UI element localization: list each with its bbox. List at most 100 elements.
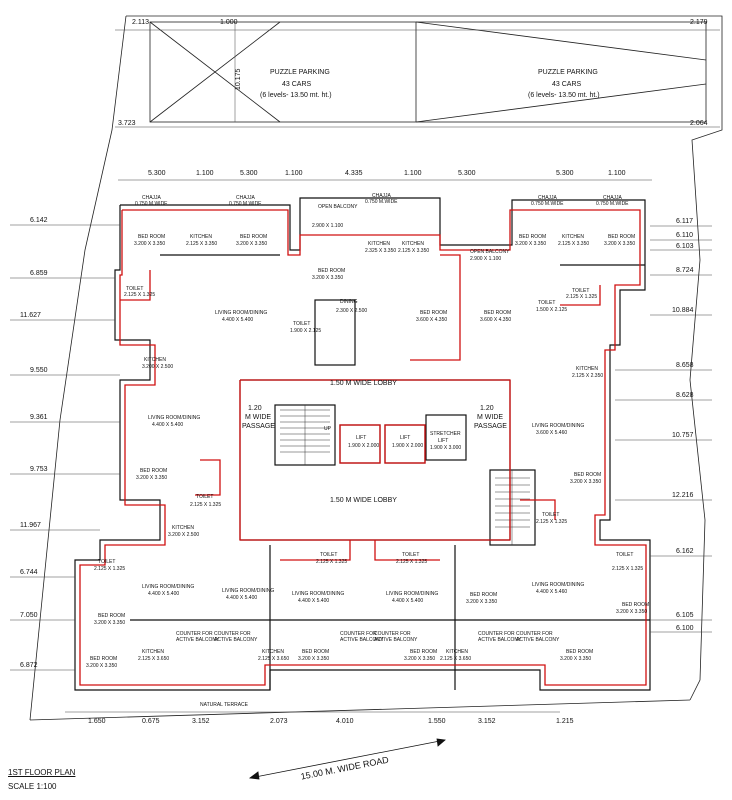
dim-right-2: 6.103	[676, 243, 694, 250]
counter-3: COUNTER FOR	[340, 631, 377, 637]
toilet-4-s: 2.125 X 1.325	[94, 566, 125, 572]
top-dimension-lines	[115, 22, 720, 128]
toilet-2: TOILET	[293, 321, 310, 327]
bed-6: BED ROOM	[140, 468, 167, 474]
kitchen-4: KITCHEN	[562, 234, 584, 240]
dim-right-0: 6.117	[676, 218, 693, 225]
kitchen-r5-s: 2.125 X 2.350	[572, 373, 603, 379]
dim-upper-6: 5.300	[458, 170, 476, 177]
counter-4-b: ACTIVE BALCONY	[374, 637, 418, 643]
dim-parking-b0: 3.723	[118, 120, 136, 127]
dim-bottom-6: 3.152	[478, 718, 496, 725]
living-r4: LIVING ROOM/DINING	[532, 423, 584, 429]
bed-r8-s: 3.200 X 3.350	[616, 609, 647, 615]
open-balcony-2: OPEN BALCONY	[470, 249, 510, 255]
dim-right-1: 6.110	[676, 232, 693, 239]
stretcher-s: 1.900 X 3.000	[430, 445, 461, 451]
living-3: BED ROOM	[484, 310, 511, 316]
dim-right-10: 6.105	[676, 612, 694, 619]
living-2-s: 3.600 X 4.350	[416, 317, 447, 323]
passage-l3: PASSAGE	[242, 423, 275, 430]
dim-left-6: 11.967	[20, 522, 41, 529]
living-6-s: 4.400 X 5.400	[226, 595, 257, 601]
living-r4-s: 3.600 X 5.460	[536, 430, 567, 436]
toilet-1: TOILET	[126, 286, 143, 292]
passage-l1: 1.20	[248, 405, 262, 412]
open-balcony-1: OPEN BALCONY	[318, 204, 358, 210]
counter-2: COUNTER FOR	[214, 631, 251, 637]
dim-left-5: 9.753	[30, 466, 48, 473]
toilet-3: TOILET	[196, 494, 213, 500]
plan-title: 1ST FLOOR PLAN	[8, 768, 76, 777]
dim-upper-1: 1.100	[196, 170, 214, 177]
dim-top-0: 2.113	[132, 19, 149, 26]
lift-2: LIFT	[400, 435, 410, 441]
parking-area	[149, 21, 707, 123]
toilet-r3: TOILET	[542, 512, 559, 518]
dim-top-2: 2.179	[690, 19, 708, 26]
living-4-s: 4.400 X 5.400	[152, 422, 183, 428]
plan-scale: SCALE 1:100	[8, 782, 57, 791]
toilet-6-s: 2.125 X 1.325	[396, 559, 427, 565]
dim-right-3: 8.724	[676, 267, 694, 274]
dim-right-11: 6.100	[676, 625, 694, 632]
toilet-r1: TOILET	[572, 288, 589, 294]
dining-1-s: 2.300 X 2.500	[336, 308, 367, 314]
kitchen-7-s: 2.125 X 3.650	[138, 656, 169, 662]
staircase-left	[280, 405, 330, 465]
passage-r1: 1.20	[480, 405, 494, 412]
kitchen-2: KITCHEN	[368, 241, 390, 247]
lobby-top: 1.50 M WIDE LOBBY	[330, 380, 397, 387]
bed-4-s: 3.200 X 3.350	[515, 241, 546, 247]
dim-top-1: 1.000	[220, 19, 238, 26]
kitchen-r5: KITCHEN	[576, 366, 598, 372]
bed-r6: BED ROOM	[574, 472, 601, 478]
bed-12-s: 3.200 X 3.350	[86, 663, 117, 669]
bed-6-s: 3.200 X 3.350	[136, 475, 167, 481]
kitchen-2-s: 2.325 X 3.350	[365, 248, 396, 254]
living-5: LIVING ROOM/DINING	[142, 584, 194, 590]
dim-upper-4: 4.335	[345, 170, 363, 177]
living-1: LIVING ROOM/DINING	[215, 310, 267, 316]
parking-left-l1: PUZZLE PARKING	[270, 69, 330, 76]
dim-right-8: 12.216	[672, 492, 694, 499]
left-dimension-lines	[10, 224, 120, 671]
dim-upper-8: 1.100	[608, 170, 626, 177]
toilet-6: TOILET	[402, 552, 419, 558]
chajja-4: CHAJJA	[538, 195, 558, 201]
living-1-s: 4.400 X 5.400	[222, 317, 253, 323]
counter-5-b: ACTIVE BALCONY	[478, 637, 522, 643]
kitchen-5: KITCHEN	[144, 357, 166, 363]
counter-6: COUNTER FOR	[516, 631, 553, 637]
bed-4: BED ROOM	[519, 234, 546, 240]
passage-r2: M WIDE	[477, 414, 503, 421]
toilet-r4-s: 2.125 X 1.325	[612, 566, 643, 572]
lobby-bottom: 1.50 M WIDE LOBBY	[330, 497, 397, 504]
bed-11-s: 3.200 X 3.350	[560, 656, 591, 662]
dim-bottom-7: 1.215	[556, 718, 574, 725]
kitchen-6-s: 3.200 X 2.500	[168, 532, 199, 538]
dim-left-1: 6.859	[30, 270, 48, 277]
kitchen-9-s: 2.125 X 3.650	[440, 656, 471, 662]
bed-8-s: 3.200 X 3.350	[94, 620, 125, 626]
passage-l2: M WIDE	[245, 414, 271, 421]
bed-2-s: 3.200 X 3.350	[236, 241, 267, 247]
dim-left-3: 9.550	[30, 367, 48, 374]
parking-right-l2: 43 CARS	[552, 81, 582, 88]
toilet-r1-s: 2.125 X 1.325	[566, 294, 597, 300]
dim-right-4: 10.884	[672, 307, 694, 314]
bed-11: BED ROOM	[566, 649, 593, 655]
living-7: LIVING ROOM/DINING	[292, 591, 344, 597]
toilet-r2: TOILET	[538, 300, 555, 306]
living-3-s: 3.600 X 4.350	[480, 317, 511, 323]
kitchen-8: KITCHEN	[262, 649, 284, 655]
chajja-4-w: 0.750 M.WIDE	[531, 201, 564, 207]
counter-3-b: ACTIVE BALCONY	[340, 637, 384, 643]
bed-1-s: 3.200 X 3.350	[134, 241, 165, 247]
site-boundary	[29, 15, 723, 721]
counter-6-b: ACTIVE BALCONY	[516, 637, 560, 643]
bed-r6-s: 3.200 X 3.350	[570, 479, 601, 485]
toilet-2-s: 1.900 X 2.125	[290, 328, 321, 334]
kitchen-4-s: 2.125 X 3.350	[558, 241, 589, 247]
